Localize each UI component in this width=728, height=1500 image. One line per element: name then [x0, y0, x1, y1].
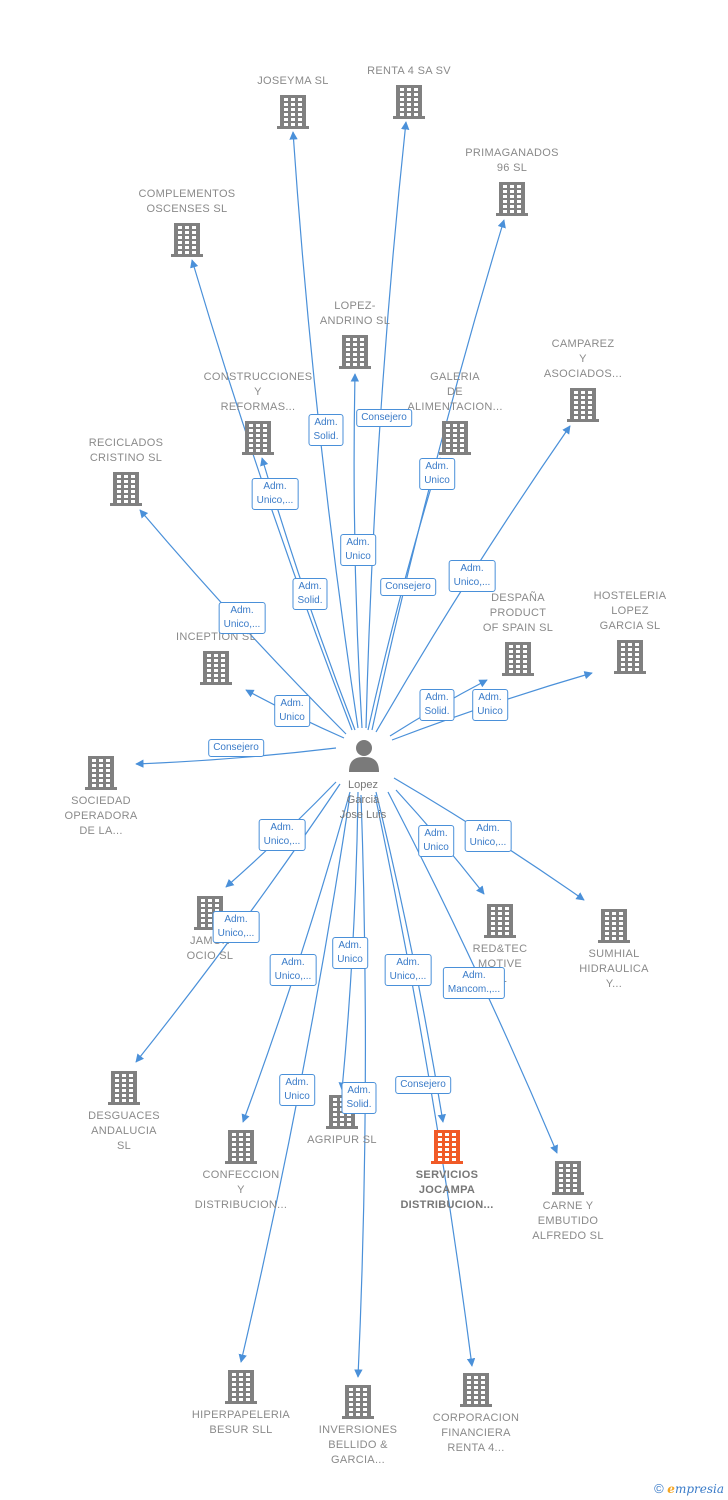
role-badge-renta4[interactable]: Adm. Unico: [340, 534, 376, 566]
role-badge-hosteleria[interactable]: Adm. Unico: [472, 689, 508, 721]
building-icon: [110, 472, 142, 511]
building-icon: [598, 909, 630, 948]
building-icon: [339, 335, 371, 374]
company-label: PRIMAGANADOS 96 SL: [465, 147, 559, 174]
role-badge-lopez-andrino[interactable]: Adm. Solid.: [308, 414, 344, 446]
building-icon: [277, 95, 309, 134]
role-badge-camparez[interactable]: Adm. Unico,...: [448, 560, 496, 592]
building-icon: [393, 85, 425, 124]
role-badge-despana[interactable]: Adm. Solid.: [419, 689, 455, 721]
company-label: SUMHIAL HIDRAULICA Y...: [579, 948, 649, 990]
company-label: RECICLADOS CRISTINO SL: [88, 437, 164, 464]
role-badge-sumhial[interactable]: Adm. Unico,...: [464, 820, 512, 852]
building-icon: [108, 1071, 140, 1110]
building-icon: [614, 640, 646, 679]
building-icon: [242, 421, 274, 460]
footer-brand[interactable]: © empresia: [654, 1481, 724, 1496]
copyright-symbol: ©: [654, 1481, 664, 1496]
company-label: RENTA 4 SA SV: [367, 65, 451, 77]
role-badge-reciclados[interactable]: Adm. Unico,...: [218, 602, 266, 634]
building-icon: [567, 388, 599, 427]
role-badge-carne[interactable]: Adm. Mancom.,...: [442, 967, 506, 999]
company-label: INCEPTION SL: [175, 631, 256, 643]
role-badge-desguaces[interactable]: Adm. Unico,...: [212, 911, 260, 943]
role-badge-inversiones[interactable]: Adm. Solid.: [341, 1082, 377, 1114]
role-badge-sociedad[interactable]: Consejero: [208, 739, 264, 757]
role-badge-servicios[interactable]: Adm. Unico,...: [384, 954, 432, 986]
role-badge-redtec[interactable]: Adm. Unico: [418, 825, 454, 857]
person-icon: [349, 740, 379, 772]
building-icon: [225, 1370, 257, 1409]
company-label: HIPERPAPELERIA BESUR SLL: [191, 1409, 291, 1436]
building-icon: [200, 651, 232, 690]
role-badge-confeccion[interactable]: Adm. Unico,...: [269, 954, 317, 986]
person-node[interactable]: [345, 738, 383, 779]
building-icon: [552, 1161, 584, 1200]
building-icon: [484, 904, 516, 943]
company-label: GALERIA DE ALIMENTACION...: [407, 371, 503, 413]
company-label: AGRIPUR SL: [307, 1134, 377, 1146]
company-label: SERVICIOS JOCAMPA DISTRIBUCION...: [400, 1169, 494, 1211]
company-label: CORPORACION FINANCIERA RENTA 4...: [432, 1412, 520, 1454]
company-label: CONFECCION Y DISTRIBUCION...: [194, 1169, 288, 1211]
company-label: HOSTELERIA LOPEZ GARCIA SL: [593, 590, 667, 632]
company-label: CONSTRUCCIONES Y REFORMAS...: [203, 371, 313, 413]
role-badge-primaganados[interactable]: Adm. Unico: [419, 458, 455, 490]
building-icon: [342, 1385, 374, 1424]
role-badge-jamon[interactable]: Adm. Unico,...: [258, 819, 306, 851]
building-icon: [439, 421, 471, 460]
role-badge-galeria[interactable]: Consejero: [380, 578, 436, 596]
building-icon: [171, 223, 203, 262]
company-label: CARNE Y EMBUTIDO ALFREDO SL: [532, 1200, 604, 1242]
building-icon: [431, 1130, 463, 1169]
building-icon: [85, 756, 117, 795]
company-label: DESGUACES ANDALUCIA SL: [88, 1110, 160, 1152]
role-badge-construcciones[interactable]: Adm. Solid.: [292, 578, 328, 610]
company-label: DESPAÑA PRODUCT OF SPAIN SL: [482, 592, 554, 634]
role-badge-joseyma[interactable]: Consejero: [356, 409, 412, 427]
company-label: COMPLEMENTOS OSCENSES SL: [138, 188, 236, 215]
role-badge-complementos[interactable]: Adm. Unico,...: [251, 478, 299, 510]
company-label: CAMPAREZ Y ASOCIADOS...: [543, 338, 623, 380]
role-badge-hiperpapeleria[interactable]: Adm. Unico: [279, 1074, 315, 1106]
role-badge-agripur[interactable]: Adm. Unico: [332, 937, 368, 969]
company-label: JOSEYMA SL: [257, 75, 329, 87]
brand-logo: empresia: [667, 1482, 724, 1496]
role-badge-inception[interactable]: Adm. Unico: [274, 695, 310, 727]
person-name: Lopez Garcia Jose Luis: [339, 779, 387, 821]
building-icon: [496, 182, 528, 221]
building-icon: [225, 1130, 257, 1169]
company-label: LOPEZ- ANDRINO SL: [319, 300, 391, 327]
role-badge-corporacion[interactable]: Consejero: [395, 1076, 451, 1094]
building-icon: [502, 642, 534, 681]
company-label: SOCIEDAD OPERADORA DE LA...: [64, 795, 138, 837]
edge-sociedad: [135, 747, 337, 768]
company-label: INVERSIONES BELLIDO & GARCIA...: [318, 1424, 398, 1466]
building-icon: [460, 1373, 492, 1412]
